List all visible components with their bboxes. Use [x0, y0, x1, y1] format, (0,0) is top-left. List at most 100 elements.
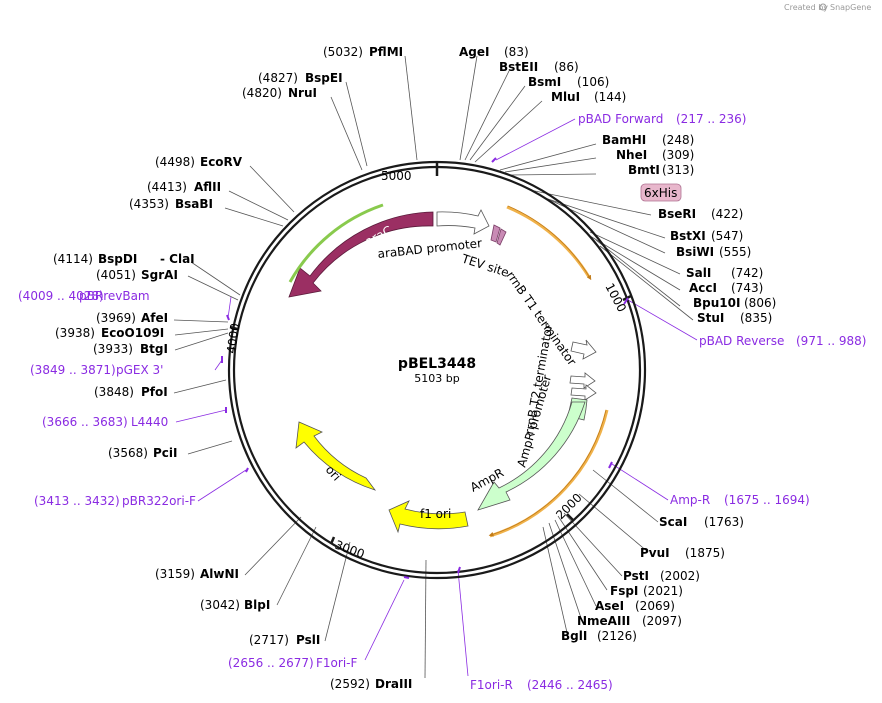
leader-line — [599, 245, 694, 321]
primer-range-7: (2656 .. 2677) — [228, 656, 314, 670]
enzyme-position-stui: (835) — [740, 311, 772, 325]
enzyme-position-bspdi: (4114) — [53, 252, 93, 266]
leader-line — [187, 275, 239, 301]
enzyme-label-btgi: BtgI — [140, 342, 168, 356]
tick-label-5000: 5000 — [381, 169, 412, 183]
primer-label-7: F1ori-F — [316, 656, 357, 670]
enzyme-label-sgrai: SgrAI — [141, 268, 178, 282]
enzyme-position-ecorv: (4498) — [155, 155, 195, 169]
leader-line — [190, 261, 241, 296]
leader-line — [249, 165, 295, 213]
enzyme-label-pvui: PvuI — [640, 546, 670, 560]
enzyme-position-agei: (83) — [504, 45, 529, 59]
enzyme-position-pcii: (3568) — [108, 446, 148, 460]
primer-label-5: pBAD Reverse — [699, 334, 784, 348]
enzyme-label-bpu10i: Bpu10I — [693, 296, 740, 310]
credit-prefix: Created by — [784, 3, 828, 12]
leader-line — [459, 55, 478, 161]
leader-line — [563, 512, 623, 577]
enzyme-label-bmti: BmtI — [628, 163, 660, 177]
enzyme-label-fspi: FspI — [610, 584, 638, 598]
enzyme-label-pfoi: PfoI — [141, 385, 168, 399]
primer-label-2: pGEX 3' — [116, 363, 163, 377]
leader-line — [469, 85, 526, 161]
primer-marks — [221, 157, 629, 579]
enzyme-label-scai: ScaI — [659, 515, 687, 529]
enzyme-position-ecoo109i: (3938) — [55, 326, 95, 340]
leader-line — [509, 173, 597, 176]
enzyme-position-psli: (2717) — [249, 633, 289, 647]
enzyme-label-bsteii: BstEII — [499, 60, 538, 74]
enzyme-label-pflmi: PflMI — [369, 45, 403, 59]
enzyme-position-blpi: (3042) — [200, 598, 240, 612]
enzyme-position-sali: (742) — [731, 266, 763, 280]
enzyme-label-bamhi: BamHI — [602, 133, 646, 147]
his-tag-badge[interactable]: 6xHis — [640, 183, 682, 202]
f1-ori-arrow[interactable] — [388, 500, 469, 534]
enzyme-position-nrui: (4820) — [242, 86, 282, 100]
enzyme-label-clai: - ClaI — [160, 252, 195, 266]
leader-line — [474, 100, 543, 163]
enzyme-label-nhei: NheI — [616, 148, 647, 162]
leader-line — [324, 541, 351, 642]
enzyme-position-bamhi: (248) — [662, 133, 694, 147]
f1-ori-label: f1 ori — [420, 507, 451, 521]
leader-line — [548, 522, 583, 622]
leader-line — [589, 235, 681, 291]
enzyme-labels: PflMI(5032)AgeI(83)BstEII(86)BsmI(106)Ml… — [53, 45, 776, 691]
primer-labels: pBAD Forward(217 .. 236)pBRrevBam(4009 .… — [18, 112, 866, 692]
ori-arrow[interactable] — [295, 421, 377, 491]
primer-range-4: (3413 .. 3432) — [34, 494, 120, 508]
enzyme-label-asei: AseI — [595, 599, 624, 613]
leader-line — [589, 231, 681, 275]
enzyme-label-bsmi: BsmI — [528, 75, 561, 89]
enzyme-position-psti: (2002) — [660, 569, 700, 583]
rrnb-t1-arrow[interactable] — [570, 339, 597, 360]
enzyme-label-acci: AccI — [689, 281, 717, 295]
arac-arrow[interactable] — [288, 211, 434, 298]
enzyme-label-ecoo109i: EcoO109I — [101, 326, 164, 340]
leader-line — [276, 526, 317, 606]
enzyme-position-fspi: (2021) — [643, 584, 683, 598]
enzyme-label-psti: PstI — [623, 569, 649, 583]
primer-leader-line — [197, 469, 247, 502]
enzyme-position-afei: (3969) — [96, 311, 136, 325]
enzyme-label-blpi: BlpI — [244, 598, 270, 612]
enzyme-position-bsabi: (4353) — [129, 197, 169, 211]
arac-orf-highlight — [288, 203, 384, 283]
primer-leader-line — [214, 359, 223, 371]
leader-line — [187, 440, 233, 455]
enzyme-label-ecorv: EcoRV — [200, 155, 243, 169]
enzyme-label-nrui: NruI — [288, 86, 317, 100]
enzyme-position-bsmi: (106) — [577, 75, 609, 89]
ampr-arrow[interactable] — [477, 401, 586, 511]
enzyme-label-bgli: BglI — [561, 629, 587, 643]
feature-arrows — [288, 203, 609, 538]
his-tag-label: 6xHis — [644, 186, 677, 200]
plasmid-length: 5103 bp — [414, 372, 459, 385]
primer-label-3: L4440 — [131, 415, 168, 429]
tev-site-mark[interactable] — [490, 224, 501, 243]
enzyme-label-bsiwi: BsiWI — [676, 245, 714, 259]
leader-line — [499, 143, 597, 171]
leader-line — [224, 207, 284, 227]
primer-range-1: (4009 .. 4028) — [18, 289, 104, 303]
enzyme-position-bseri: (422) — [711, 207, 743, 221]
enzyme-position-pflmi: (5032) — [323, 45, 363, 59]
leader-line — [592, 469, 659, 523]
enzyme-label-bseri: BseRI — [658, 207, 696, 221]
enzyme-position-scai: (1763) — [704, 515, 744, 529]
arabad-promoter-arrow[interactable] — [436, 209, 490, 235]
enzyme-position-pfoi: (3848) — [94, 385, 134, 399]
primer-range-8: (2446 .. 2465) — [527, 678, 613, 692]
leader-line — [173, 319, 229, 323]
primer-label-6: Amp-R — [670, 493, 710, 507]
rrnb-t2-arrow[interactable] — [569, 372, 596, 389]
primer-leader-line — [611, 463, 669, 501]
primer-label-1: pBRrevBam — [79, 289, 150, 303]
enzyme-label-alwni: AlwNI — [200, 567, 239, 581]
enzyme-label-bstxi: BstXI — [670, 229, 706, 243]
enzyme-position-pvui: (1875) — [685, 546, 725, 560]
enzyme-label-draiii: DraIII — [375, 677, 412, 691]
credit-brand: SnapGene — [830, 3, 871, 12]
